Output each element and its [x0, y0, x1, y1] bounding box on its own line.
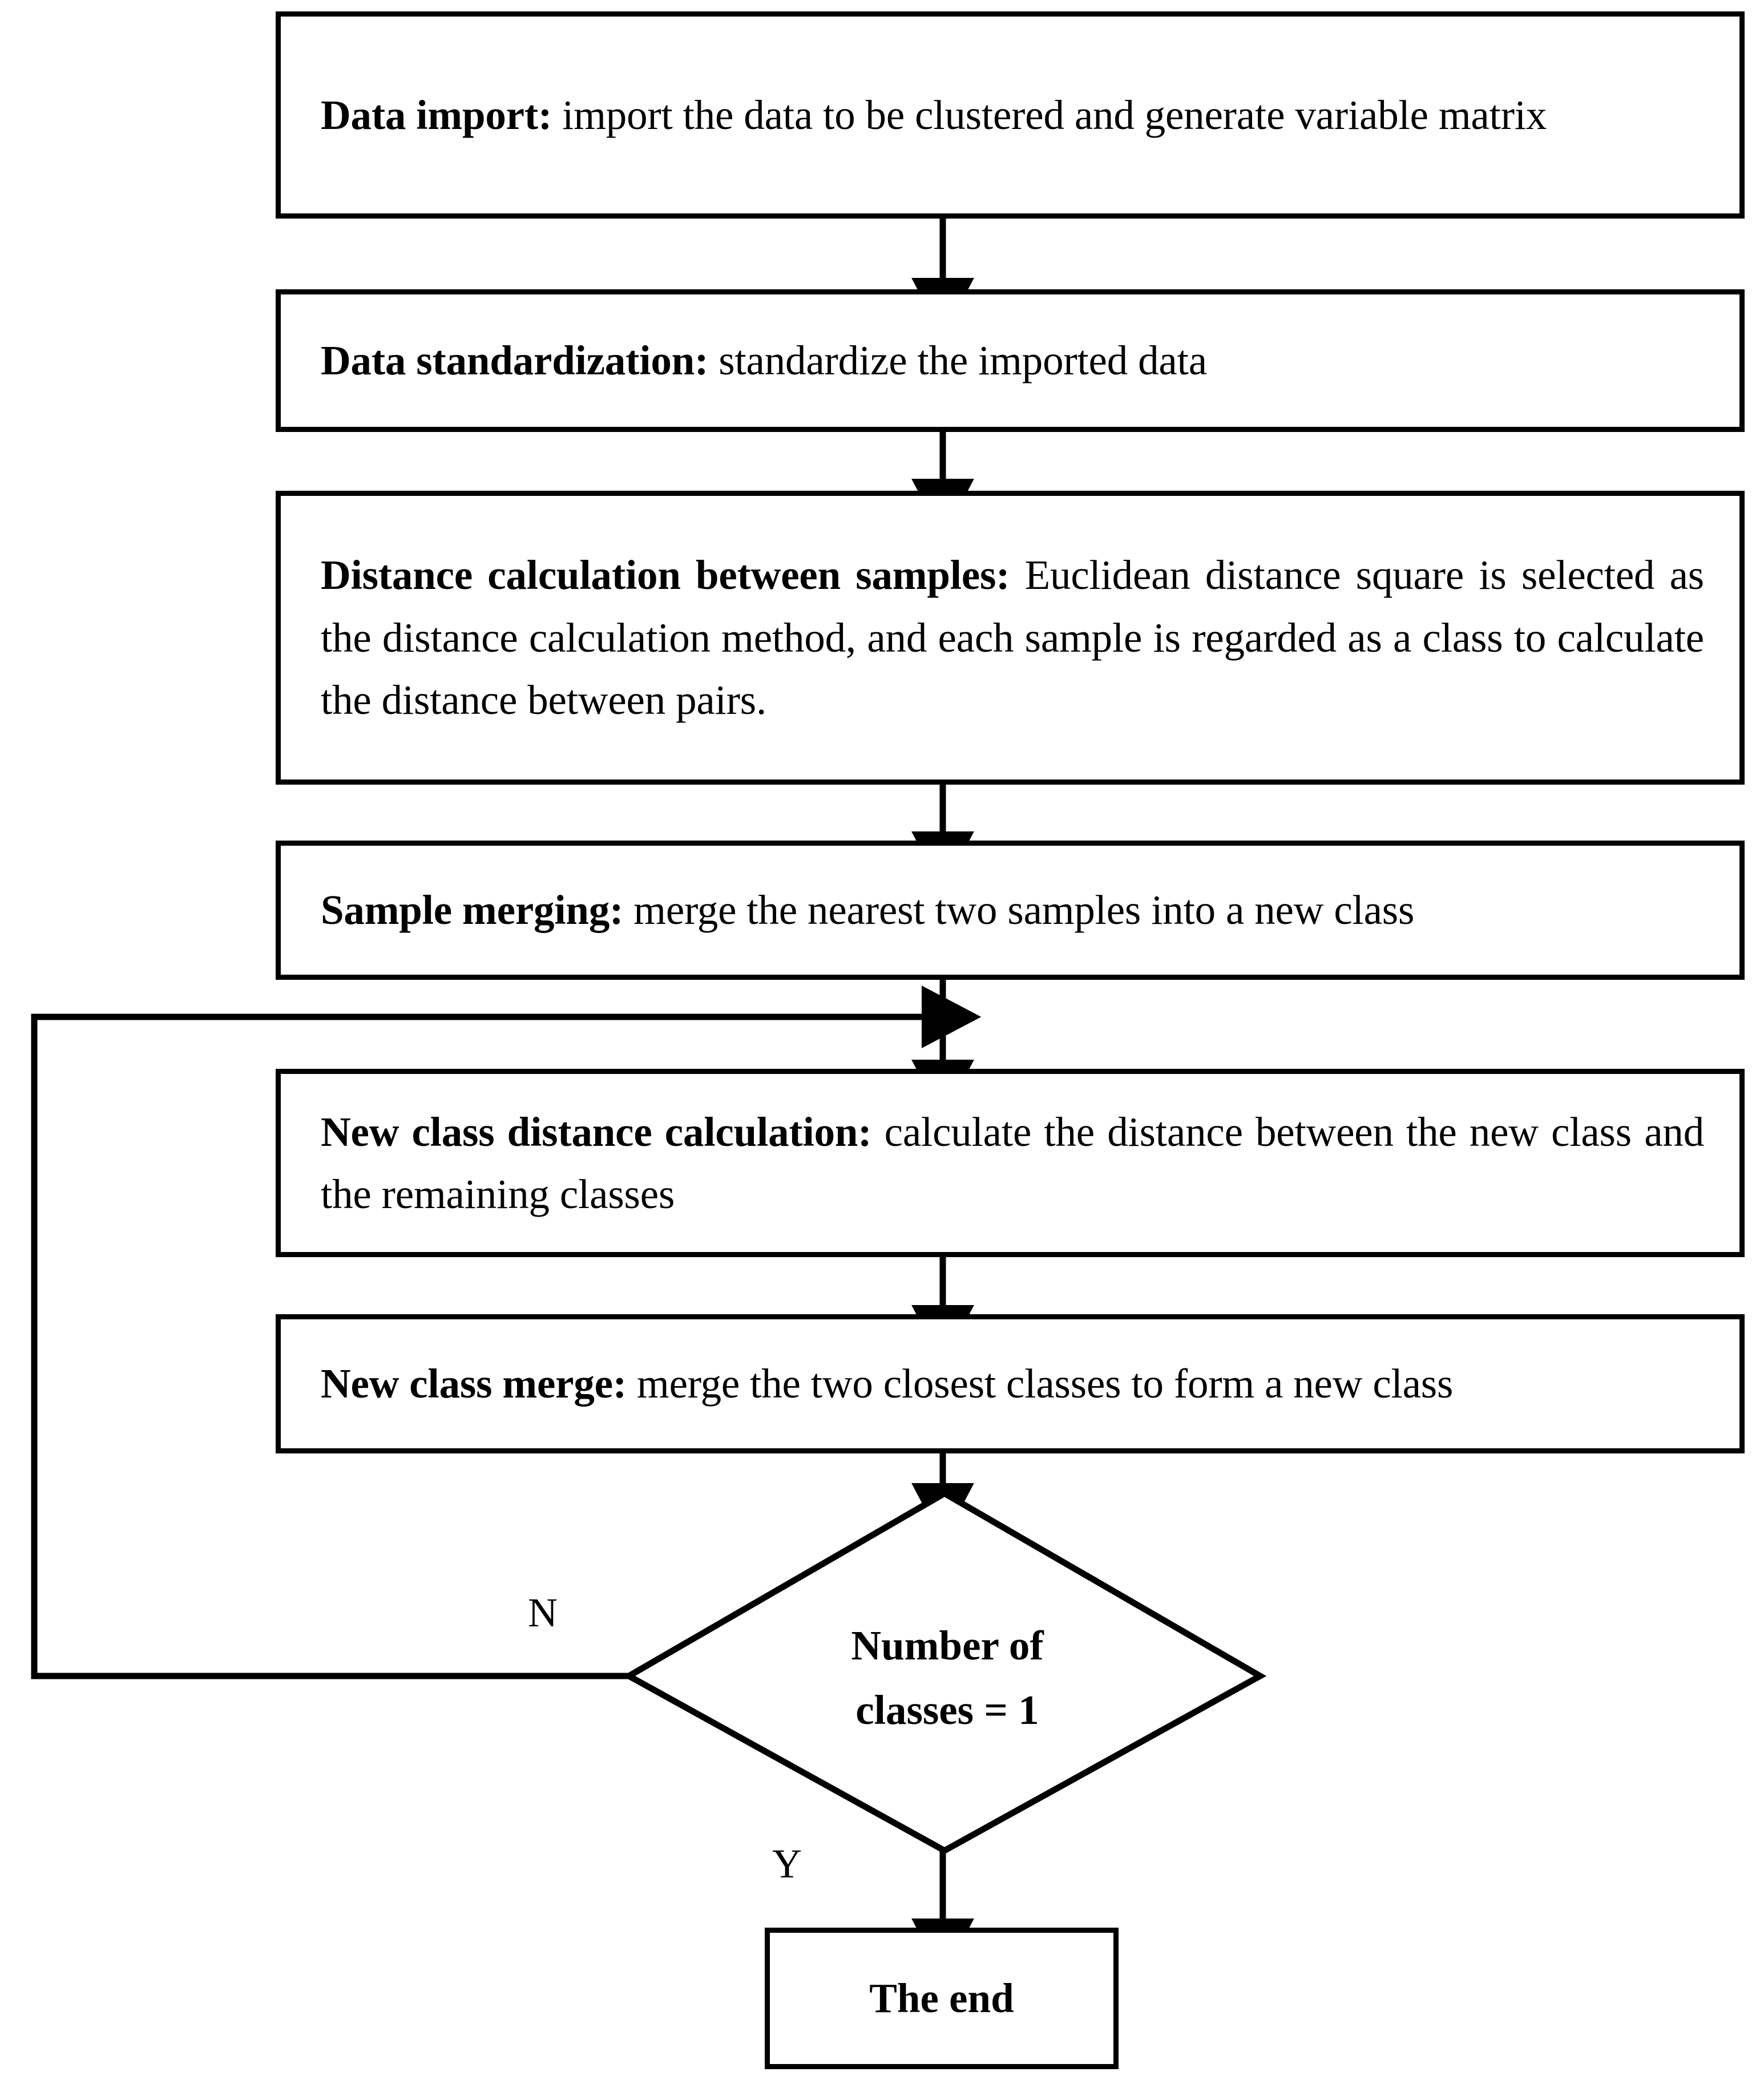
- node-the-end[interactable]: The end: [765, 1928, 1119, 2069]
- node-sample-merging-body: merge the nearest two samples into a new…: [623, 887, 1415, 934]
- node-data-import-body: import the data to be clustered and gene…: [552, 91, 1547, 138]
- node-the-end-label: The end: [869, 1975, 1014, 2021]
- node-sample-merging-bold: Sample merging:: [321, 887, 624, 934]
- node-data-standardization-body: standardize the imported data: [708, 337, 1207, 384]
- edge-label-no: N: [528, 1592, 558, 1633]
- edge-label-yes: Y: [772, 1843, 802, 1884]
- node-decision-line2: classes = 1: [855, 1687, 1039, 1733]
- node-new-class-merge-text: New class merge: merge the two closest c…: [321, 1352, 1704, 1415]
- edge-label-no-text: N: [528, 1590, 558, 1635]
- node-data-import-bold: Data import:: [321, 91, 552, 138]
- node-distance-calculation[interactable]: Distance calculation between samples: Eu…: [276, 491, 1745, 785]
- node-distance-calculation-bold: Distance calculation between samples:: [321, 552, 1010, 599]
- node-new-class-merge-bold: New class merge:: [321, 1360, 627, 1407]
- node-new-class-distance-bold: New class distance calculation:: [321, 1108, 872, 1155]
- node-decision-line1: Number of: [851, 1622, 1044, 1669]
- node-distance-calculation-text: Distance calculation between samples: Eu…: [321, 544, 1704, 732]
- node-decision-label[interactable]: Number of classes = 1: [730, 1592, 1164, 1763]
- node-new-class-distance-body: calculate the distance between the new c…: [321, 1108, 1705, 1218]
- node-data-standardization-bold: Data standardization:: [321, 337, 709, 384]
- node-new-class-distance-text: New class distance calculation: calculat…: [321, 1101, 1704, 1226]
- node-data-import[interactable]: Data import: import the data to be clust…: [276, 11, 1745, 219]
- node-data-standardization[interactable]: Data standardization: standardize the im…: [276, 289, 1745, 432]
- node-data-import-text: Data import: import the data to be clust…: [321, 84, 1704, 147]
- node-new-class-distance[interactable]: New class distance calculation: calculat…: [276, 1069, 1745, 1257]
- edge-label-yes-text: Y: [772, 1841, 802, 1887]
- node-new-class-merge[interactable]: New class merge: merge the two closest c…: [276, 1314, 1745, 1453]
- node-data-standardization-text: Data standardization: standardize the im…: [321, 329, 1704, 392]
- node-sample-merging[interactable]: Sample merging: merge the nearest two sa…: [276, 841, 1745, 980]
- node-new-class-merge-body: merge the two closest classes to form a …: [626, 1360, 1454, 1407]
- node-sample-merging-text: Sample merging: merge the nearest two sa…: [321, 879, 1704, 942]
- node-distance-calculation-body: Euclidean distance square is selected as…: [321, 552, 1704, 724]
